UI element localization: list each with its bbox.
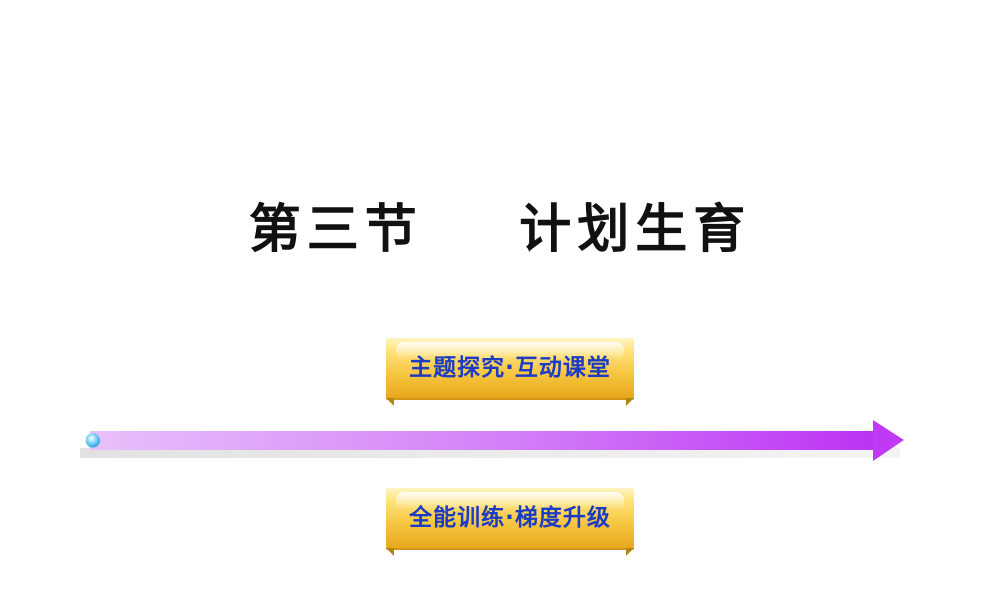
sphere-dot-icon [85,433,101,448]
arrow-head [873,420,904,461]
button-gloss [396,492,624,510]
arrow-shaft [90,431,875,450]
button-tab-right [626,398,634,406]
explore-classroom-button[interactable]: 主题探究·互动课堂 [386,338,634,406]
button-gloss [396,342,624,360]
right-arrow-icon [85,420,904,461]
button-tab-left [386,548,394,556]
button-tab-right [626,548,634,556]
button-tab-left [386,398,394,406]
timeline-arrow [80,418,910,464]
training-levels-button[interactable]: 全能训练·梯度升级 [386,488,634,556]
training-levels-label: 全能训练·梯度升级 [409,505,611,531]
slide-title: 第三节 计划生育 [248,200,752,260]
explore-classroom-label: 主题探究·互动课堂 [409,355,611,381]
arrow-shadow [80,448,900,458]
